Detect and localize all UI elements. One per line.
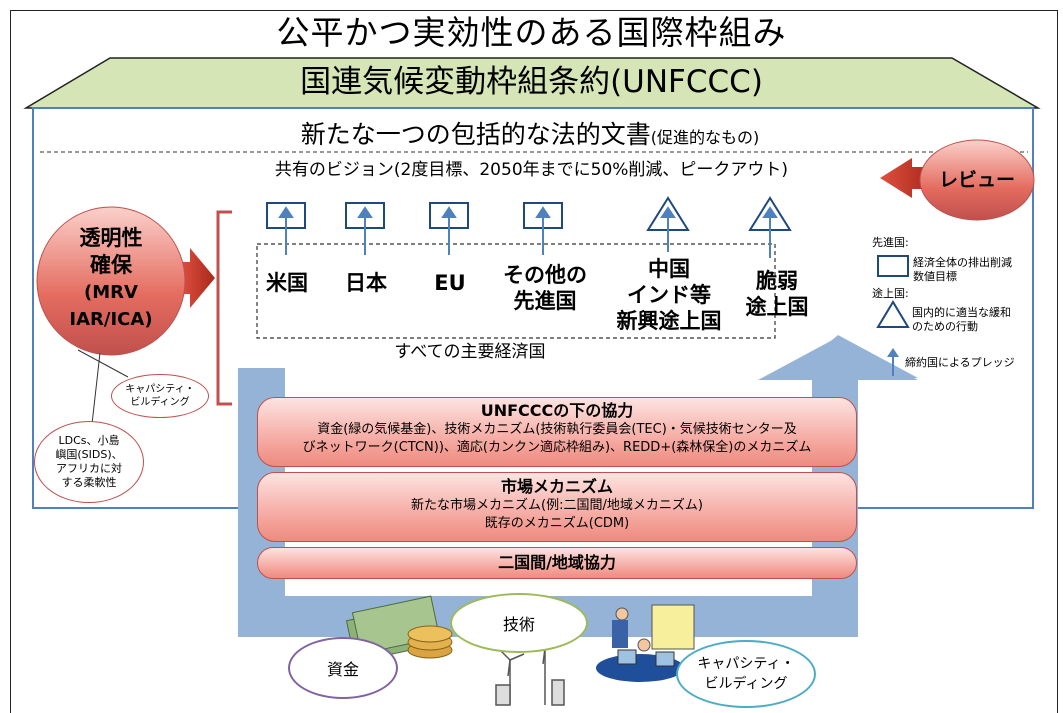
review-arrow	[880, 158, 932, 198]
market-title: 市場メカニズム	[500, 477, 613, 496]
country-vulnerable: 脆弱途上国	[740, 268, 814, 320]
major-economies-box	[256, 243, 776, 339]
market-line: 既存のメカニズム(CDM)	[484, 516, 630, 531]
pledge-arrow-icon	[535, 206, 551, 218]
cooperation-line: 資金(緑の気候基金)、技術メカニズム(技術執行委員会(TEC)・気候技術センター…	[317, 422, 797, 437]
transparency-arrow	[180, 248, 215, 308]
country-other-developed: その他の先進国	[495, 262, 595, 314]
legend-line: 国内的に適当な緩和	[912, 306, 1011, 319]
legend-developed-header: 先進国:	[872, 236, 909, 249]
training-people-icon	[596, 604, 695, 682]
capacity-note-line: ビルディング	[130, 397, 190, 408]
finance-oval: 資金	[288, 637, 398, 699]
country-label: EU	[434, 271, 466, 295]
legend-developing-desc: 国内的に適当な緩和のための行動	[912, 306, 1011, 334]
flex-note-line: 嶼国(SIDS)、	[55, 448, 123, 461]
connector-line	[91, 352, 101, 425]
transparency-line: 透明性	[79, 226, 143, 250]
review-label: レビュー	[938, 169, 1015, 191]
bilateral-cooperation-pill: 二国間/地域協力	[257, 547, 857, 579]
technology-oval: 技術	[450, 593, 588, 653]
country-label: インド等	[627, 283, 711, 307]
legend-line: 数値目標	[913, 270, 957, 283]
transparency-label: 透明性 確保 (MRV IAR/ICA)	[40, 225, 182, 333]
flex-note-line: する柔軟性	[61, 476, 117, 489]
review-circle	[919, 139, 1035, 221]
capacity-note-oval: キャパシティ・ビルディング	[111, 374, 209, 418]
capacity-note-line: キャパシティ・	[125, 384, 195, 395]
legend-triangle-icon	[876, 300, 910, 328]
market-line: 新たな市場メカニズム(例:二国間/地域メカニズム)	[411, 498, 703, 513]
legend-pledge-icon	[887, 348, 899, 376]
country-label: 新興途上国	[616, 309, 722, 333]
capacity-label-line: ビルディング	[704, 676, 788, 692]
legend-line: 経済全体の排出削減	[913, 256, 1012, 269]
page-title: 公平かつ実効性のある国際枠組み	[276, 13, 787, 52]
pledge-arrow-icon	[278, 206, 294, 218]
country-us: 米国	[262, 270, 312, 296]
transparency-line: IAR/ICA)	[69, 309, 153, 330]
legend-square-icon	[877, 255, 909, 277]
country-label: 脆弱	[756, 269, 798, 293]
cooperation-line: びネットワーク(CTCN))、適応(カンクン適応枠組み)、REDD+(森林保全)…	[302, 440, 812, 455]
flex-note-line: LDCs、小島	[58, 434, 120, 447]
transparency-line: 確保	[90, 253, 132, 277]
transparency-bracket	[216, 210, 232, 406]
pledge-arrow-icon	[441, 206, 457, 218]
country-japan: 日本	[338, 270, 394, 296]
country-eu: EU	[428, 270, 472, 296]
legend-developed-desc: 経済全体の排出削減数値目標	[913, 256, 1012, 284]
country-label: 途上国	[745, 295, 809, 319]
pledge-arrow-icon	[660, 206, 676, 218]
unfccc-cooperation-pill: UNFCCCの下の協力 資金(緑の気候基金)、技術メカニズム(技術執行委員会(T…	[257, 397, 857, 467]
unfccc-banner-text: 国連気候変動枠組条約(UNFCCC)	[300, 64, 763, 100]
legend-line: のための行動	[912, 320, 978, 333]
country-label: その他の	[503, 263, 587, 287]
outer-frame	[10, 10, 1058, 713]
legend-developing-header: 途上国:	[872, 287, 909, 300]
technology-label: 技術	[502, 615, 535, 634]
flex-note-line: アフリカに対	[55, 462, 122, 475]
legal-document-subtitle: (促進的なもの)	[650, 128, 760, 147]
pledge-arrow-icon	[762, 206, 778, 218]
country-label: 米国	[266, 271, 308, 295]
flexibility-note-oval: LDCs、小島 嶼国(SIDS)、 アフリカに対 する柔軟性	[34, 421, 144, 503]
bilateral-title: 二国間/地域協力	[498, 553, 616, 572]
country-label: 中国	[648, 257, 690, 281]
cooperation-title: UNFCCCの下の協力	[480, 401, 634, 420]
finance-label: 資金	[326, 660, 359, 679]
connector-line	[77, 349, 129, 378]
capacity-building-oval: キャパシティ・ビルディング	[676, 640, 816, 708]
legend-pledge-desc: 締約国によるプレッジ	[905, 356, 1015, 369]
blue-arrow-right-head	[238, 335, 918, 637]
major-economies-label: すべての主要経済国	[394, 342, 546, 362]
country-label: 先進国	[513, 289, 577, 313]
shared-vision: 共有のビジョン(2度目標、2050年までに50%削減、ピークアウト)	[274, 160, 789, 180]
country-label: 日本	[345, 271, 387, 295]
pledge-arrow-icon	[357, 206, 373, 218]
capacity-label-line: キャパシティ・	[697, 656, 795, 672]
unfccc-banner	[23, 57, 1041, 109]
market-mechanism-pill: 市場メカニズム 新たな市場メカニズム(例:二国間/地域メカニズム) 既存のメカニ…	[257, 472, 857, 542]
transparency-line: (MRV	[84, 282, 138, 303]
transparency-circle	[36, 206, 186, 356]
legal-document-main: 新たな一つの包括的な法的文書	[300, 120, 651, 149]
country-emerging: 中国インド等新興途上国	[608, 256, 730, 334]
legal-document-title: 新たな一つの包括的な法的文書(促進的なもの)	[150, 118, 910, 155]
